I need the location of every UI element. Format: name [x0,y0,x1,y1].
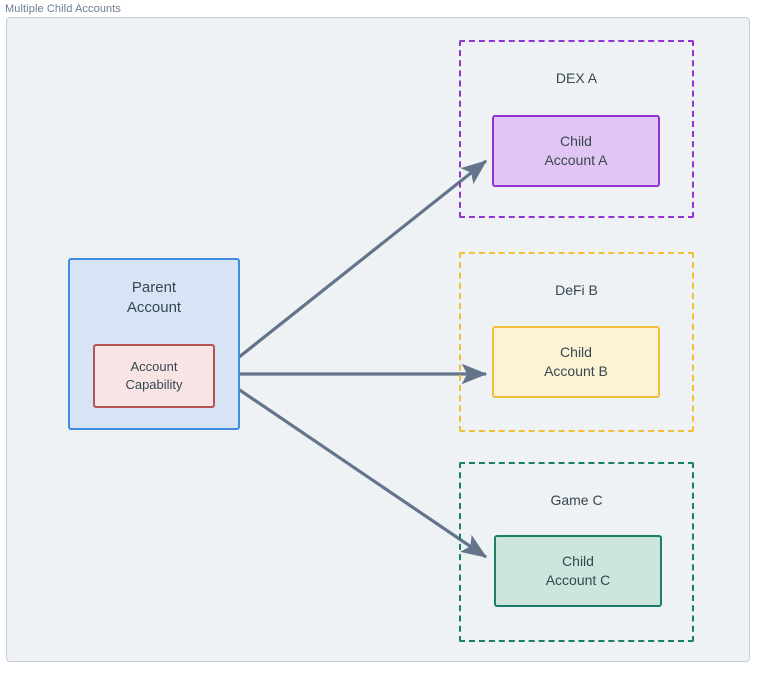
account-capability-label-line2: Capability [125,377,183,392]
cluster-game-c-label: Game C [550,492,603,508]
cluster-dex-a: DEX A [459,40,694,218]
child-account-a-label-line2: Account A [544,152,608,168]
account-capability-node[interactable]: Account Capability [93,344,215,408]
parent-account-label-line1: Parent [131,279,177,296]
parent-account-label-line2: Account [126,299,182,317]
child-account-b-label-line1: Child [560,344,592,361]
child-account-b-label-line2: Account B [544,363,608,379]
cluster-game-c: Game C [459,462,694,642]
child-account-a-node[interactable]: Child Account A [492,115,660,187]
cluster-defi-b: DeFi B [459,252,694,432]
child-account-c-node[interactable]: Child Account C [494,535,662,607]
cluster-dex-a-label: DEX A [555,70,598,86]
cluster-defi-b-label: DeFi B [555,282,598,298]
parent-account-label: Parent Account [127,278,181,319]
child-account-a-label-line1: Child [560,133,592,150]
child-account-b-node[interactable]: Child Account B [492,326,660,398]
child-account-c-label-line2: Account C [545,572,611,588]
child-account-c-label-line1: Child [562,553,594,570]
account-capability-label-line1: Account [130,359,178,375]
diagram-title: Multiple Child Accounts [5,3,122,15]
